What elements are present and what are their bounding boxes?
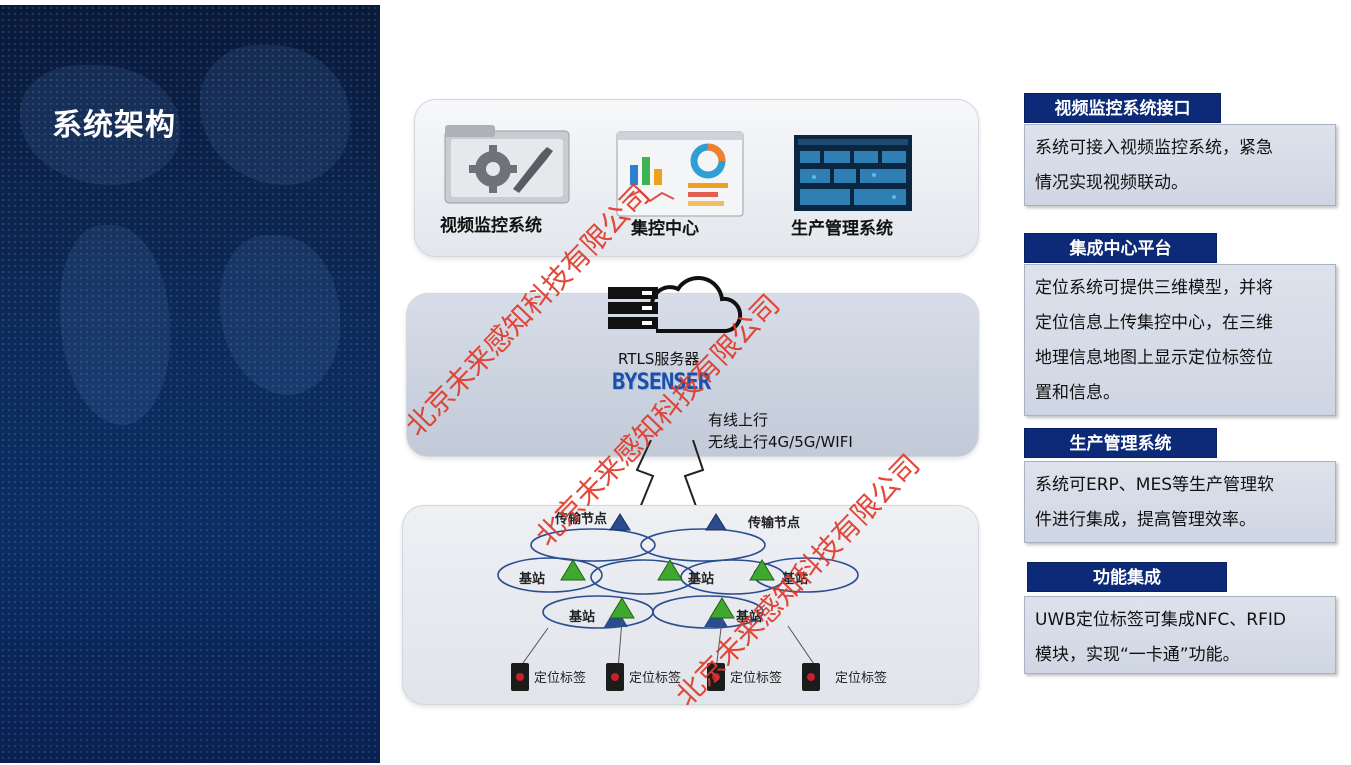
panel-header-production-management: 生产管理系统 (1024, 428, 1217, 458)
app-label-video-monitoring: 视频监控系统 (440, 216, 542, 236)
map-continent-shape (20, 65, 180, 185)
network-layer (402, 505, 979, 705)
server-cloud-icon (608, 275, 743, 333)
base-station-triangle (609, 597, 635, 619)
panel-body-production-management: 系统可ERP、MES等生产管理软 件进行集成，提高管理效率。 (1024, 461, 1336, 543)
production-management-icon (794, 135, 912, 211)
base-station-label: 基站 (688, 572, 715, 587)
panel-header-function-integration: 功能集成 (1027, 562, 1227, 592)
panel-text-line: 定位系统可提供三维模型，并将 (1035, 278, 1273, 298)
panel-body-function-integration: UWB定位标签可集成NFC、RFID 模块，实现“一卡通”功能。 (1024, 596, 1336, 674)
panel-header-integration-center: 集成中心平台 (1024, 233, 1217, 263)
brand-logo: BYSENSER (612, 370, 711, 395)
tag-label: 定位标签 (534, 671, 587, 686)
base-station-label: 基站 (519, 572, 546, 587)
base-station-triangle (749, 559, 775, 581)
map-continent-shape (220, 235, 340, 395)
panel-body-video-interface: 系统可接入视频监控系统，紧急 情况实现视频联动。 (1024, 124, 1336, 206)
architecture-diagram: 视频监控系统 集控中心 生产管理系统 (398, 95, 983, 710)
positioning-tag-icon (511, 663, 529, 691)
transfer-node-triangle (609, 513, 631, 531)
base-station-label: 基站 (782, 572, 809, 587)
panel-text-line: 件进行集成，提高管理效率。 (1035, 510, 1256, 530)
tag-label: 定位标签 (730, 671, 783, 686)
base-station-triangle (709, 597, 735, 619)
base-station-label: 基站 (736, 610, 763, 625)
rtls-server-label: RTLS服务器 (618, 350, 700, 368)
server-layer (406, 293, 979, 457)
positioning-tag-icon (606, 663, 624, 691)
node-triangles (517, 513, 819, 670)
uplink-wired-label: 有线上行 (708, 411, 769, 429)
uplink-wireless-label: 无线上行4G/5G/WIFI (708, 433, 853, 451)
panel-text-line: 系统可接入视频监控系统，紧急 (1035, 138, 1273, 158)
positioning-tag-icon (707, 663, 725, 691)
app-label-control-center: 集控中心 (631, 219, 699, 239)
transfer-node-triangle (705, 513, 727, 531)
control-center-icon (616, 131, 744, 217)
left-background-panel (0, 5, 380, 763)
panel-text-line: 定位信息上传集控中心，在三维 (1035, 313, 1273, 333)
app-label-production-management: 生产管理系统 (791, 219, 893, 239)
tag-label: 定位标签 (835, 671, 888, 686)
map-continent-shape (60, 225, 170, 425)
positioning-tag-icon (802, 663, 820, 691)
wireless-signal-icon (634, 440, 705, 521)
base-station-label: 基站 (569, 610, 596, 625)
base-station-triangle (560, 559, 586, 581)
base-station-triangle (657, 559, 683, 581)
panel-text-line: 情况实现视频联动。 (1035, 173, 1188, 193)
panel-text-line: UWB定位标签可集成NFC、RFID (1035, 610, 1286, 630)
panel-text-line: 系统可ERP、MES等生产管理软 (1035, 475, 1275, 495)
dot-pattern (0, 5, 380, 763)
panel-body-integration-center: 定位系统可提供三维模型，并将 定位信息上传集控中心，在三维 地理信息地图上显示定… (1024, 264, 1336, 416)
panel-text-line: 地理信息地图上显示定位标签位 (1035, 348, 1273, 368)
video-monitoring-icon (444, 125, 570, 204)
panel-text-line: 模块，实现“一卡通”功能。 (1035, 645, 1240, 665)
map-continent-shape (200, 45, 350, 185)
network-topology (497, 528, 859, 629)
transfer-node-label: 传输节点 (748, 516, 801, 531)
panel-text-line: 置和信息。 (1035, 383, 1120, 403)
panel-header-video-interface: 视频监控系统接口 (1024, 93, 1221, 123)
tag-label: 定位标签 (629, 671, 682, 686)
page-title: 系统架构 (52, 108, 176, 143)
transfer-node-label: 传输节点 (555, 512, 608, 527)
